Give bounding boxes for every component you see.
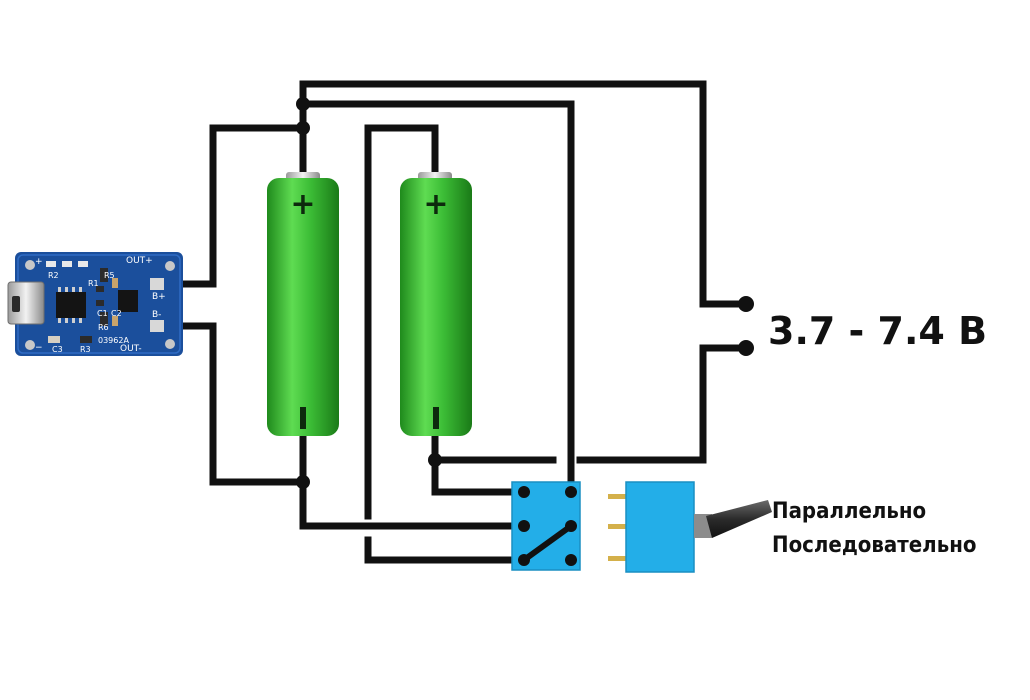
switch-cross-link [521,523,574,563]
charger-ic-chip [56,292,86,318]
battery-1-negative-sign [300,407,306,429]
battery-2-negative-sign [433,407,439,429]
switch-terminal-br [565,554,577,566]
output-terminal-minus [738,340,754,356]
wire-switch-bl-link [364,536,528,564]
wire-top-to-switch-tr [299,100,575,496]
battery-1-body [267,178,339,436]
junction-dots [296,97,442,489]
pcb-label-r1: R1 [88,279,99,288]
pcb-label-minus: − [35,343,43,353]
pad-b-plus [150,278,164,290]
pcb-pad [165,261,175,271]
pcb-pad [25,260,35,270]
toggle-switch-side: Параллельно Последовательно [608,481,976,573]
battery-2-positive-sign: + [423,187,448,222]
pcb-label-r3: R3 [80,345,91,354]
pcb-label-r5: R5 [104,271,115,280]
wire-batt2-minus-to-switch-tl [431,432,528,496]
pcb-label-r6: R6 [98,323,109,332]
pcb-label-plus: + [35,257,43,267]
pcb-pad [25,340,35,350]
pcb-label-c3: C3 [52,345,63,354]
switch-terminal-ml [518,520,530,532]
pcb-label-b-minus: B- [152,310,161,320]
wires [171,80,749,564]
output-terminal-plus [738,296,754,312]
switch-label-parallel: Параллельно [772,499,926,524]
switch-pin [608,494,628,499]
switch-lever [706,500,772,538]
junction-dot [296,121,310,135]
switch-pin [608,556,628,561]
output-terminals: 3.7 - 7.4 В [738,296,987,356]
wire-batt2-plus-to-switch-bl [364,124,439,520]
wire-minus-to-output [576,344,749,464]
pcb-label-out-minus: OUT- [120,344,142,354]
junction-dot [428,453,442,467]
output-voltage-label: 3.7 - 7.4 В [768,309,987,353]
pcb-label-c1: C1 [97,309,108,318]
chip-pins [58,287,82,323]
wire-bminus-to-batt1-minus [171,322,307,486]
wire-batt1-minus-to-switch-ml [299,432,528,530]
toggle-switch-terminals [511,481,581,571]
switch-pin [608,524,628,529]
micro-usb-port [7,281,45,325]
battery-2-body [400,178,472,436]
switch-terminal-tr [565,486,577,498]
junction-dot [296,475,310,489]
pcb-label-r2: R2 [48,271,59,280]
junction-dot [296,97,310,111]
battery-1: + [267,172,339,436]
pcb-pad [165,339,175,349]
wire-bplus-to-batt1-plus [171,124,307,288]
pcb-label-out-plus: OUT+ [126,256,153,266]
pad-b-minus [150,320,164,332]
charger-board: + − OUT+ OUT- B+ B- R2 R1 R5 C1 C2 R6 C3… [7,252,183,356]
switch-terminal-tl [518,486,530,498]
switch-body-side [625,481,695,573]
micro-usb-slot [12,296,20,312]
pcb-label-c2: C2 [111,309,122,318]
battery-1-positive-sign: + [290,187,315,222]
smd-components [46,261,118,343]
protection-chip [118,290,138,312]
pcb-label-model: 03962A [98,336,129,345]
pcb-label-b-plus: B+ [152,292,166,302]
battery-2: + [400,172,472,436]
switch-label-series: Последовательно [772,533,976,558]
